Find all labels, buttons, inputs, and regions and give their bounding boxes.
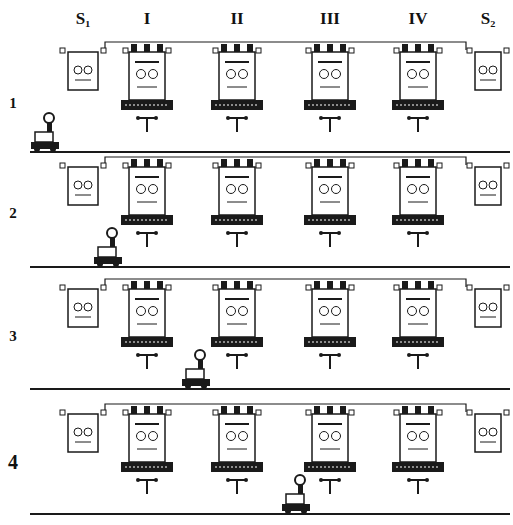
station-label: II xyxy=(230,10,243,27)
signal-row xyxy=(30,157,510,267)
row-number: 4 xyxy=(8,452,18,472)
station-label: S₂ xyxy=(481,10,496,27)
station-label: III xyxy=(320,10,340,27)
signal-row xyxy=(30,42,510,152)
station-label: I xyxy=(144,10,151,27)
station-label: IV xyxy=(409,10,428,27)
station-label: S₁ xyxy=(76,10,91,27)
signal-row xyxy=(30,404,510,514)
signal-row xyxy=(30,279,510,389)
row-number: 1 xyxy=(9,96,17,111)
row-number: 2 xyxy=(9,206,17,221)
row-number: 3 xyxy=(9,329,17,344)
